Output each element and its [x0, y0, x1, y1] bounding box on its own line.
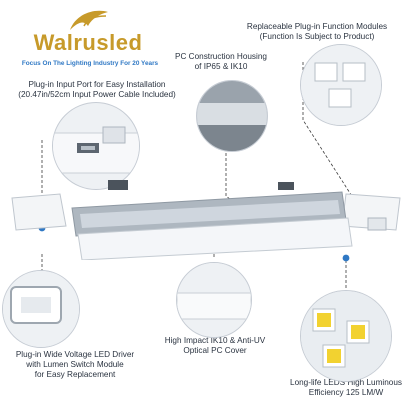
callout-driver: Plug-in Wide Voltage LED Driver with Lum… [2, 350, 148, 380]
callout-modules-line2: (Function Is Subject to Product) [259, 32, 375, 41]
callout-housing-line1: PC Construction Housing [175, 52, 267, 61]
callout-input-port-line2: (20.47in/52cm Input Power Cable Included… [18, 90, 176, 99]
callout-leds: Long-life LEDS High Luminous Efficiency … [278, 378, 414, 398]
callout-housing: PC Construction Housing of IP65 & IK10 [166, 52, 276, 72]
input-port-illustration [53, 126, 139, 174]
callout-leds-line1: Long-life LEDS High Luminous [290, 378, 402, 387]
modules-illustration [301, 45, 381, 125]
callout-cover-line1: High Impact IK10 & Anti-UV [164, 336, 266, 345]
fixture-illustration [11, 180, 401, 261]
logo-emblem-icon [70, 10, 108, 30]
detail-circle-driver [2, 270, 80, 348]
callout-cover: High Impact IK10 & Anti-UV Optical PC Co… [150, 336, 280, 356]
detail-circle-leds [300, 290, 392, 382]
callout-driver-line1: Plug-in Wide Voltage LED Driver [15, 350, 135, 359]
callout-driver-line3: for Easy Replacement [34, 370, 116, 379]
callout-leds-line2: Efficiency 125 LM/W [308, 388, 384, 397]
detail-circle-housing [196, 80, 268, 152]
detail-circle-input-port [52, 102, 140, 190]
callout-modules: Replaceable Plug-in Function Modules (Fu… [222, 22, 412, 42]
callout-driver-line2: with Lumen Switch Module [26, 360, 124, 369]
housing-illustration [197, 81, 267, 151]
callout-modules-line1: Replaceable Plug-in Function Modules [246, 22, 388, 31]
detail-circle-modules [300, 44, 382, 126]
driver-illustration [3, 271, 79, 347]
logo-wordmark: Walrusled [33, 30, 143, 55]
cover-illustration [177, 263, 251, 337]
callout-input-port-line1: Plug-in Input Port for Easy Installation [28, 80, 166, 89]
brand-logo [8, 4, 168, 74]
callout-housing-line2: of IP65 & IK10 [194, 62, 248, 71]
brand-tagline: Focus On The Lighting Industry For 20 Ye… [21, 60, 159, 67]
detail-circle-cover [176, 262, 252, 338]
leds-illustration [301, 291, 391, 381]
led-fixture [8, 180, 408, 261]
callout-input-port: Plug-in Input Port for Easy Installation… [2, 80, 192, 100]
marker-dot-leds [342, 254, 350, 262]
callout-cover-line2: Optical PC Cover [183, 346, 247, 355]
